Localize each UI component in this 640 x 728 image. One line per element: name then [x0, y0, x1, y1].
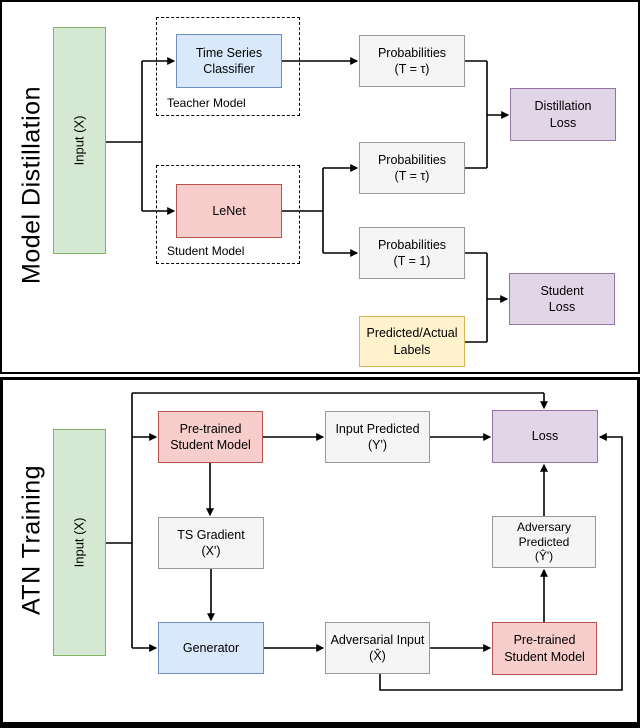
atn-training-title: ATN Training — [17, 464, 46, 616]
adversarial-input-node: Adversarial Input (X̂) — [325, 622, 430, 674]
ts-gradient-node: TS Gradient (X') — [158, 517, 264, 569]
student-loss-label: Student Loss — [540, 283, 584, 314]
teacher-model-group-label: Teacher Model — [167, 96, 246, 110]
pretrained-student-model-2-label: Pre-trained Student Model — [504, 633, 585, 664]
adversary-predicted-label: Adversary Predicted (Ŷ') — [516, 520, 572, 564]
input-x-node-bottom: Input (X) — [53, 429, 106, 656]
teacher-model-group: Teacher Model — [156, 17, 300, 116]
student-model-group-label: Student Model — [167, 244, 245, 258]
model-distillation-title: Model Distillation — [17, 86, 46, 284]
probabilities-tau-student-label: Probabilities (T = τ) — [377, 152, 447, 183]
input-x-node-top: Input (X) — [53, 27, 106, 254]
probabilities-t1-label: Probabilities (T = 1) — [377, 237, 447, 268]
predicted-actual-labels-label: Predicted/Actual Labels — [366, 326, 458, 357]
input-x-label-bottom: Input (X) — [71, 517, 87, 568]
generator-node: Generator — [158, 622, 264, 674]
lenet-node: LeNet — [176, 184, 282, 238]
probabilities-tau-teacher-label: Probabilities (T = τ) — [377, 45, 447, 76]
ts-gradient-label: TS Gradient (X') — [177, 527, 245, 558]
input-predicted-node: Input Predicted (Y') — [325, 411, 430, 463]
loss-label: Loss — [531, 429, 559, 444]
probabilities-tau-teacher-node: Probabilities (T = τ) — [359, 35, 465, 87]
pretrained-student-model-1-label: Pre-trained Student Model — [170, 421, 251, 452]
probabilities-tau-student-node: Probabilities (T = τ) — [359, 142, 465, 194]
student-loss-node: Student Loss — [509, 273, 615, 325]
generator-label: Generator — [182, 640, 240, 655]
loss-node: Loss — [492, 410, 598, 463]
input-predicted-label: Input Predicted (Y') — [335, 421, 420, 452]
distillation-loss-node: Distillation Loss — [510, 88, 616, 141]
lenet-label: LeNet — [212, 203, 246, 218]
adversarial-input-label: Adversarial Input (X̂) — [330, 632, 425, 663]
predicted-actual-labels-node: Predicted/Actual Labels — [359, 316, 465, 367]
probabilities-t1-node: Probabilities (T = 1) — [359, 227, 465, 279]
adversary-predicted-node: Adversary Predicted (Ŷ') — [492, 516, 596, 568]
input-x-label-top: Input (X) — [71, 115, 87, 166]
distillation-loss-label: Distillation Loss — [534, 99, 592, 130]
pretrained-student-model-2-node: Pre-trained Student Model — [492, 622, 597, 675]
pretrained-student-model-1-node: Pre-trained Student Model — [158, 411, 263, 463]
time-series-classifier-node: Time Series Classifier — [176, 34, 282, 88]
time-series-classifier-label: Time Series Classifier — [195, 45, 263, 76]
